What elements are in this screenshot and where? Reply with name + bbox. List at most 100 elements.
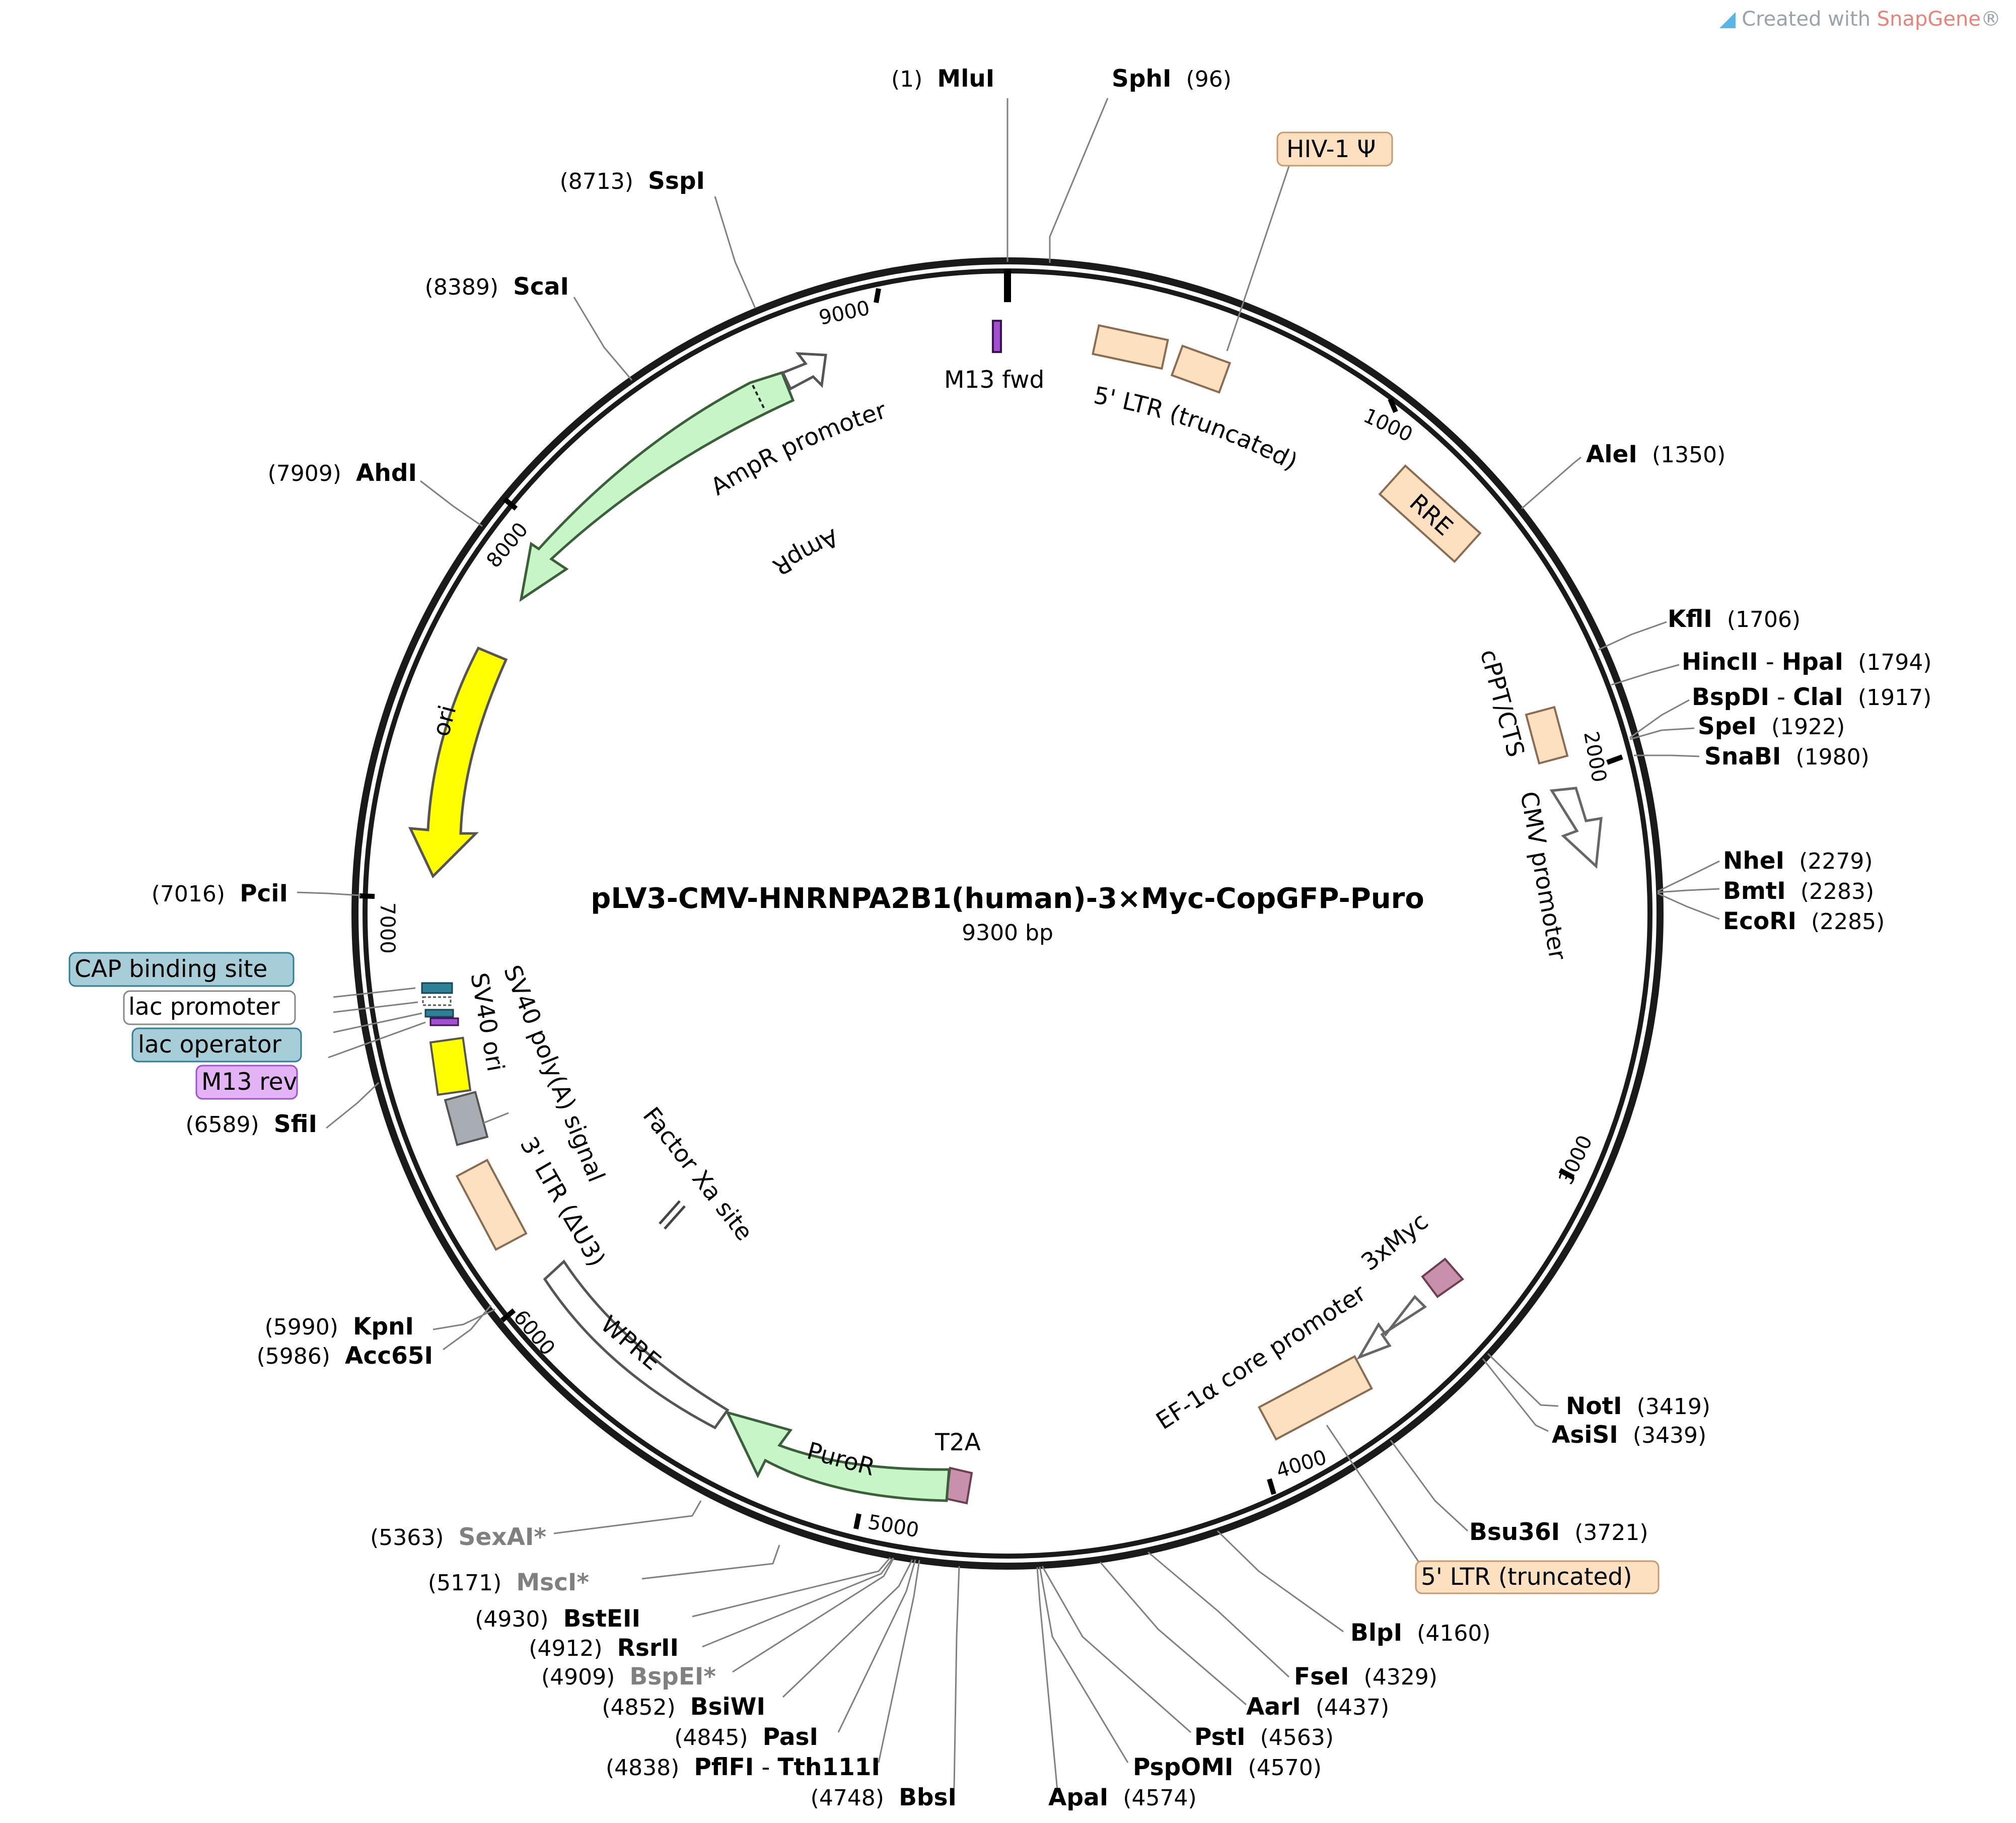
apai-leader bbox=[1036, 1567, 1058, 1791]
pasi-leader bbox=[837, 1559, 916, 1733]
ltr5-truncated-box-2[interactable] bbox=[1170, 344, 1232, 394]
site-snabi: SnaBI (1980) bbox=[1704, 743, 1869, 770]
m13-rev-label-box bbox=[195, 1065, 298, 1100]
site-asisi: AsiSI (3439) bbox=[1552, 1421, 1706, 1449]
tick-label-5000: 5000 bbox=[866, 1511, 920, 1542]
sv40-polya-label: SV40 poly(A) signal bbox=[498, 961, 610, 1186]
tick-9000 bbox=[874, 288, 881, 303]
site-bsteii: (4930) BstEII bbox=[475, 1605, 640, 1633]
aari-leader bbox=[1099, 1562, 1247, 1706]
tick-1000 bbox=[1388, 398, 1398, 413]
bsu36i-leader bbox=[1390, 1440, 1469, 1532]
ltr5-truncated-box-1[interactable] bbox=[1092, 324, 1169, 370]
site-bbsi: (4748) BbsI bbox=[811, 1784, 957, 1811]
myc-tag-feature[interactable] bbox=[1421, 1257, 1464, 1298]
noti-leader bbox=[1487, 1353, 1559, 1407]
sexai-leader bbox=[553, 1500, 702, 1534]
site-ecori-name: EcoRI bbox=[1723, 907, 1796, 935]
tick-label-6000: 6000 bbox=[509, 1306, 559, 1360]
ampr-arrow[interactable] bbox=[519, 371, 795, 602]
site-fsei: FseI (4329) bbox=[1294, 1663, 1437, 1691]
plasmid-name: pLV3-CMV-HNRNPA2B1(human)-3×Myc-CopGFP-P… bbox=[591, 882, 1424, 915]
site-scai-name: ScaI bbox=[513, 273, 569, 301]
wpre-feature[interactable] bbox=[543, 1259, 730, 1430]
pflfi-leader bbox=[878, 1560, 920, 1763]
site-labels: (1) MluI SphI (96) AleI (1350) KflI (170… bbox=[152, 65, 1932, 1811]
sv40-polya-feature[interactable] bbox=[429, 1036, 472, 1096]
site-pflfi-sep: - bbox=[761, 1754, 770, 1781]
sv40-ori-feature[interactable] bbox=[444, 1091, 489, 1146]
site-pcii-pos: (7016) bbox=[152, 881, 225, 907]
site-pasi: (4845) PasI bbox=[674, 1723, 818, 1751]
m13-rev-label: M13 rev bbox=[201, 1068, 297, 1096]
site-bsiwi: (4852) BsiWI bbox=[602, 1693, 765, 1721]
m13-rev-feature[interactable] bbox=[429, 1017, 459, 1026]
tick-label-9000: 9000 bbox=[817, 297, 872, 330]
site-noti: NotI (3419) bbox=[1566, 1392, 1710, 1420]
site-blpi: BlpI (4160) bbox=[1350, 1619, 1490, 1647]
ef1a-arrow[interactable] bbox=[1356, 1295, 1427, 1360]
ltr3-feature[interactable] bbox=[455, 1158, 528, 1251]
msci-leader bbox=[641, 1545, 780, 1580]
site-hincii-sep: - bbox=[1766, 648, 1774, 676]
ahdi-leader bbox=[420, 480, 483, 527]
site-alei: AleI (1350) bbox=[1586, 441, 1725, 468]
site-mlui-pos: (1) bbox=[891, 66, 922, 92]
site-sphi-pos: (96) bbox=[1186, 66, 1232, 92]
site-bmti-name: BmtI bbox=[1723, 877, 1786, 905]
cmv-promoter-label: CMV promoter bbox=[1515, 790, 1571, 963]
site-pspomi-pos: (4570) bbox=[1248, 1755, 1322, 1781]
cmv-promoter-arrow[interactable] bbox=[1549, 787, 1603, 869]
site-apai-pos: (4574) bbox=[1123, 1785, 1196, 1811]
site-sphi: SphI (96) bbox=[1112, 65, 1232, 93]
watermark-suffix: ® bbox=[1981, 8, 2001, 31]
m13-rev-leader bbox=[328, 1021, 426, 1059]
cppt-label: cPPT/CTS bbox=[1474, 647, 1530, 760]
site-tth111i-name: Tth111I bbox=[777, 1754, 880, 1781]
site-sfii: (6589) SfiI bbox=[185, 1110, 317, 1138]
site-nhei-name: NheI bbox=[1723, 847, 1784, 875]
ori-arrow[interactable] bbox=[408, 646, 508, 879]
bsteii-leader bbox=[692, 1557, 891, 1618]
site-bspdi-pos: (1917) bbox=[1858, 685, 1931, 711]
ltr5-truncated-leader-2 bbox=[1326, 1425, 1421, 1564]
m13-fwd-feature[interactable] bbox=[992, 320, 1002, 353]
lac-operator-feature[interactable] bbox=[424, 1009, 454, 1018]
site-bsteii-pos: (4930) bbox=[475, 1606, 548, 1632]
site-sspi-pos: (8713) bbox=[560, 169, 633, 194]
lac-operator-label-box bbox=[131, 1027, 302, 1063]
puror-arrow[interactable] bbox=[725, 1411, 951, 1502]
rre-feature[interactable]: RRE bbox=[1378, 464, 1482, 563]
factor-xa-label: Factor Xa site bbox=[637, 1102, 758, 1246]
tick-6000 bbox=[500, 1308, 516, 1322]
ltr5-truncated-label-box-2 bbox=[1415, 1560, 1660, 1594]
ltr5-truncated-box-3[interactable] bbox=[1257, 1355, 1373, 1441]
factor-xa-mark-2[interactable] bbox=[664, 1205, 686, 1230]
site-bsteii-name: BstEII bbox=[563, 1605, 640, 1633]
site-pflfi-tth111i: (4838) PflFI - Tth111I bbox=[606, 1754, 880, 1781]
site-bspei-name: BspEI* bbox=[629, 1663, 716, 1691]
site-psti: PstI (4563) bbox=[1194, 1723, 1334, 1751]
site-msci: (5171) MscI* bbox=[428, 1569, 589, 1596]
site-snabi-pos: (1980) bbox=[1795, 744, 1869, 770]
lac-promoter-feature[interactable] bbox=[422, 996, 452, 1006]
site-ahdi-pos: (7909) bbox=[268, 461, 341, 486]
tick-4000 bbox=[1267, 1478, 1276, 1495]
ampr-promoter-arrow[interactable] bbox=[781, 352, 827, 391]
site-aari-name: AarI bbox=[1246, 1693, 1301, 1721]
factor-xa-mark-1[interactable] bbox=[659, 1200, 681, 1225]
site-pasi-pos: (4845) bbox=[674, 1725, 748, 1750]
cppt-feature[interactable] bbox=[1525, 706, 1569, 765]
site-psti-pos: (4563) bbox=[1260, 1725, 1334, 1750]
alei-leader bbox=[1521, 456, 1581, 510]
snabi-leader bbox=[1634, 754, 1700, 757]
psti-leader bbox=[1041, 1566, 1191, 1733]
cap-binding-feature[interactable] bbox=[421, 982, 453, 994]
plasmid-size: 9300 bp bbox=[962, 920, 1053, 946]
lac-operator-leader bbox=[333, 1012, 422, 1033]
site-hincii-name: HincII bbox=[1682, 648, 1758, 676]
bmti-leader bbox=[1657, 888, 1720, 893]
watermark-prefix: Created with bbox=[1742, 8, 1877, 31]
myc-tag-label: 3xMyc bbox=[1356, 1208, 1434, 1277]
